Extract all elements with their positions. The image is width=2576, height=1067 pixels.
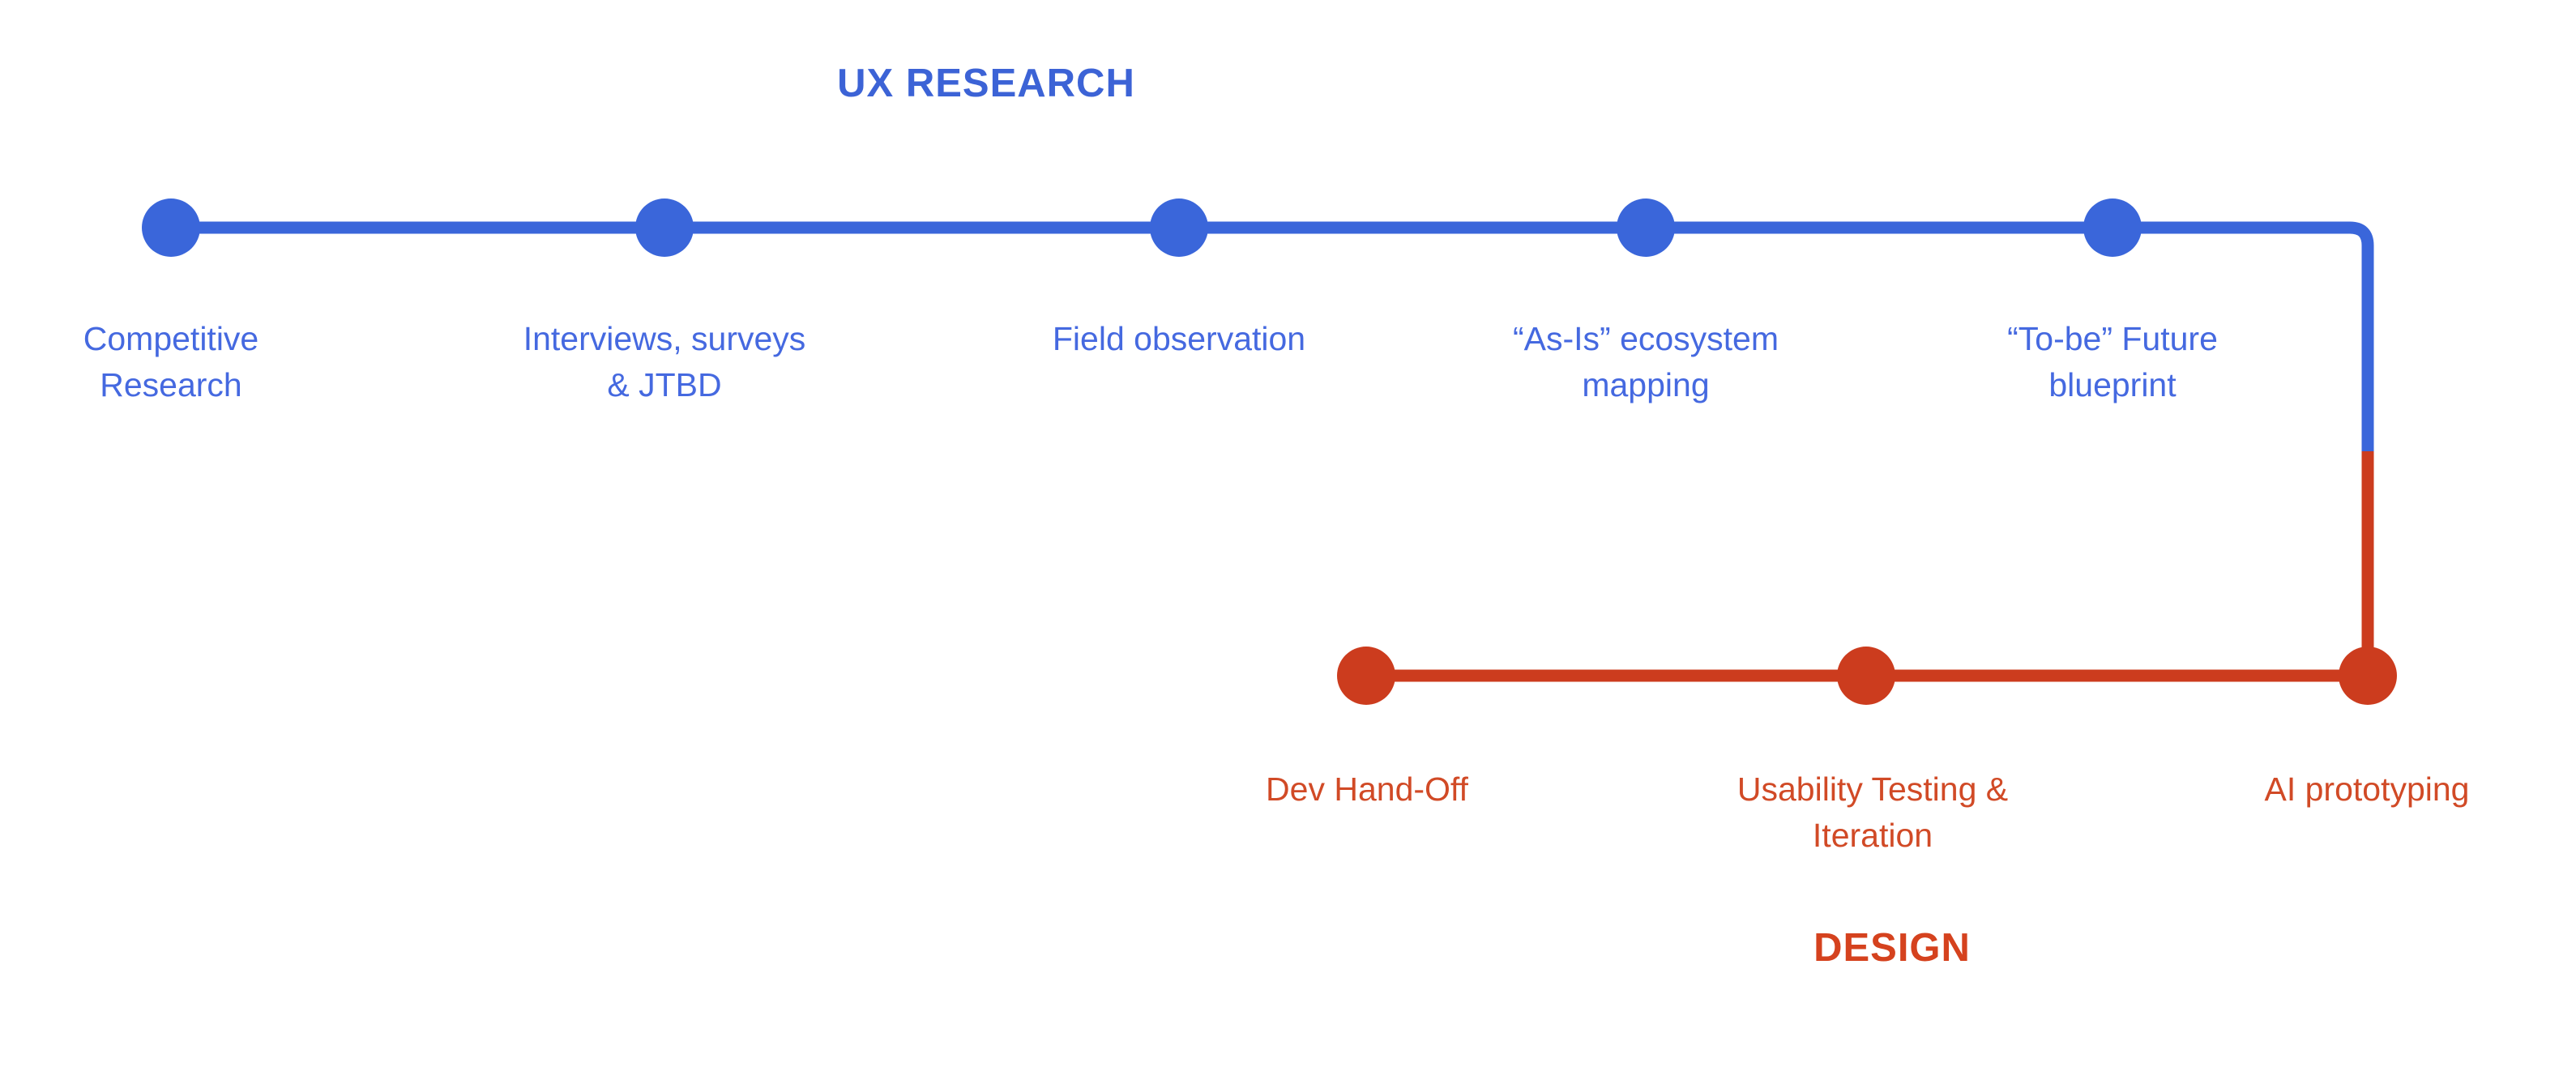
milestone-label-interviews-surveys-jtbd: Interviews, surveys & JTBD [523,320,806,403]
phase-title-design: DESIGN [1813,926,1971,970]
research-connector-line [171,221,2374,451]
milestone-dot-as-is-ecosystem-mapping [1617,198,1675,257]
milestone-label-as-is-ecosystem-mapping: “As-Is” ecosystem mapping [1512,320,1779,403]
milestone-dot-ai-prototyping [2339,647,2397,705]
design-connector-line [1366,451,2374,682]
milestone-dot-usability-testing-iteration [1837,647,1895,705]
milestone-label-competitive-research: Competitive Research [83,320,259,403]
milestone-label-to-be-future-blueprint: “To-be” Future blueprint [2007,320,2218,403]
milestone-dot-dev-hand-off [1337,647,1395,705]
milestone-dot-competitive-research [142,198,200,257]
milestone-dot-interviews-surveys-jtbd [635,198,694,257]
milestone-label-field-observation: Field observation [1052,320,1306,357]
milestone-dot-field-observation [1150,198,1208,257]
phase-title-ux-research: UX RESEARCH [837,62,1135,105]
milestone-label-usability-testing-iteration: Usability Testing & Iteration [1737,770,2009,854]
milestone-label-dev-hand-off: Dev Hand-Off [1266,770,1468,808]
milestone-dot-to-be-future-blueprint [2083,198,2142,257]
milestone-label-ai-prototyping: AI prototyping [2264,770,2470,808]
